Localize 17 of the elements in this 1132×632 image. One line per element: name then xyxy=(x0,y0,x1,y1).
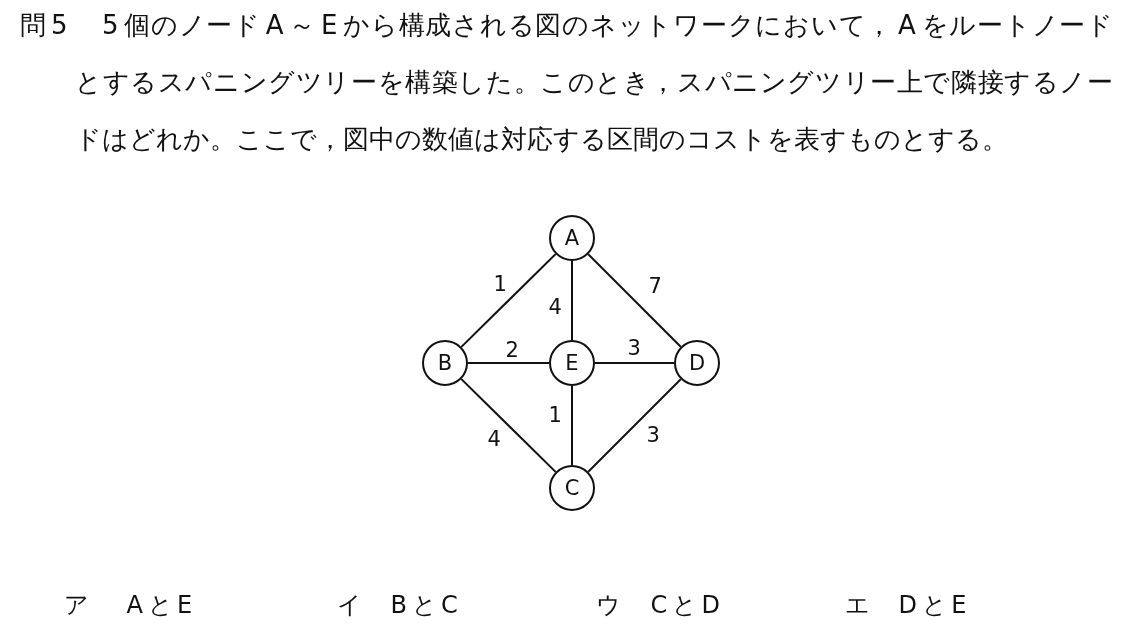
edge-line xyxy=(467,362,550,364)
edge-line xyxy=(571,385,573,466)
edge-line xyxy=(460,378,557,473)
node-circle: E xyxy=(549,340,595,386)
edge-line xyxy=(587,253,682,348)
node-circle: A xyxy=(549,215,595,261)
option-mark: エ xyxy=(845,590,870,620)
node-circle: C xyxy=(549,465,595,511)
edge-line xyxy=(571,260,573,341)
option-mark: ウ xyxy=(596,590,621,620)
edge-line xyxy=(587,378,682,473)
option-mark: ア xyxy=(64,590,89,620)
edge-line xyxy=(594,362,675,364)
option-mark: イ xyxy=(337,590,362,620)
node-circle: D xyxy=(674,340,720,386)
node-circle: B xyxy=(422,340,468,386)
edge-line xyxy=(460,253,557,348)
